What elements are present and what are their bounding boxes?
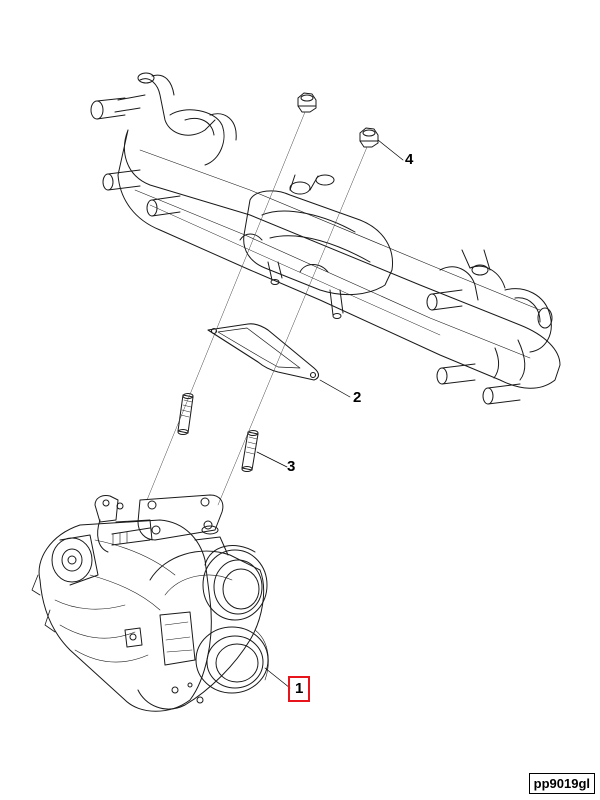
leader-lines: [256, 139, 404, 689]
leader-line-2: [319, 379, 351, 398]
leader-line-3: [256, 451, 288, 468]
reference-code: pp9019gl: [528, 773, 595, 794]
assembly-center-lines: [146, 111, 368, 506]
nut-left: [297, 92, 317, 113]
callout-3[interactable]: 3: [287, 458, 296, 475]
gasket: [207, 323, 320, 381]
leader-line-1: [264, 667, 291, 689]
stud-right: [241, 430, 259, 472]
callout-1[interactable]: 1: [288, 676, 311, 702]
stud-left: [177, 393, 194, 435]
callout-4[interactable]: 4: [405, 151, 414, 168]
turbocharger: [31, 494, 269, 712]
exhaust-manifold: [90, 72, 561, 405]
nut-right: [359, 127, 379, 148]
leader-line-4: [377, 139, 404, 161]
callout-2[interactable]: 2: [353, 389, 362, 406]
